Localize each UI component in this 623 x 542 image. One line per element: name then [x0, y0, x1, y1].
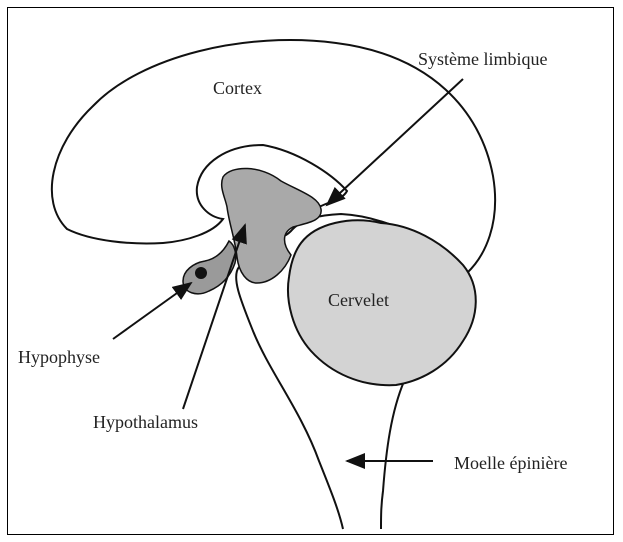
pituitary-label: Hypophyse	[18, 348, 100, 366]
spinal-cord-label: Moelle épinière	[454, 454, 567, 472]
limbic-system-label: Système limbique	[418, 50, 548, 68]
cortex-label: Cortex	[213, 79, 262, 97]
hypothalamus-label: Hypothalamus	[93, 413, 198, 431]
pituitary-arrow	[113, 283, 191, 339]
cerebellum-label: Cervelet	[328, 291, 389, 309]
pituitary-shape	[183, 241, 236, 294]
pituitary-dot	[195, 267, 207, 279]
hypothalamus-arrow	[183, 225, 245, 409]
diagram-frame: Cortex Système limbique Cervelet Hypophy…	[7, 7, 614, 535]
brainstem-right-edge	[381, 379, 405, 529]
